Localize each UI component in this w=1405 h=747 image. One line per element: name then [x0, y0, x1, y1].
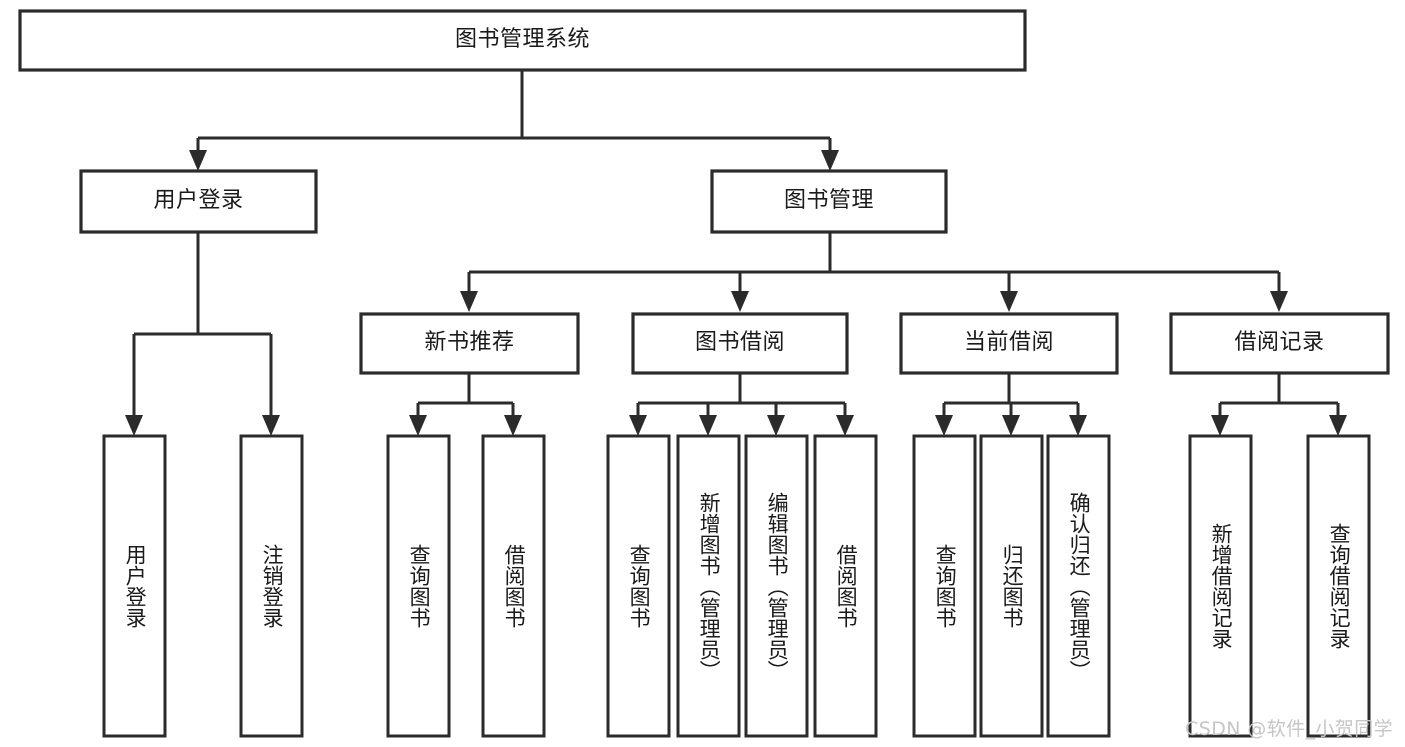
- connector-new-book-rec-to-leaves: [409, 373, 522, 436]
- leaf-box-borrow-book-1[interactable]: [481, 434, 546, 738]
- connector-user-login-to-leaves: [125, 232, 280, 436]
- connector-current-borrow-to-leaves: [935, 373, 1087, 436]
- leaf-box-edit-book[interactable]: [744, 434, 809, 738]
- leaf-box-query-book-3[interactable]: [912, 434, 977, 738]
- node-box-root[interactable]: [18, 9, 1027, 72]
- connector-borrow-record-to-leaves: [1211, 373, 1347, 436]
- leaf-box-logout[interactable]: [239, 434, 304, 738]
- leaf-box-confirm-return[interactable]: [1046, 434, 1111, 738]
- node-box-current-borrow[interactable]: [899, 312, 1119, 375]
- leaf-box-query-book-1[interactable]: [386, 434, 451, 738]
- node-box-book-borrow[interactable]: [631, 312, 849, 375]
- leaf-box-borrow-book-2[interactable]: [813, 434, 878, 738]
- connector-book-borrow-to-leaves: [629, 373, 854, 436]
- leaf-box-query-book-2[interactable]: [606, 434, 671, 738]
- connector-book-manage-to-level3: [460, 232, 1288, 312]
- node-box-borrow-record[interactable]: [1169, 312, 1390, 375]
- connector-root-to-level2: [189, 70, 839, 171]
- leaf-box-user-login[interactable]: [102, 434, 167, 738]
- leaf-box-add-book[interactable]: [676, 434, 741, 738]
- leaf-box-add-record[interactable]: [1188, 434, 1253, 738]
- leaf-box-query-record[interactable]: [1306, 434, 1371, 738]
- node-box-user-login[interactable]: [79, 169, 318, 234]
- node-box-book-manage[interactable]: [710, 169, 948, 234]
- leaf-box-return-book[interactable]: [979, 434, 1044, 738]
- node-box-new-book-rec[interactable]: [359, 312, 580, 375]
